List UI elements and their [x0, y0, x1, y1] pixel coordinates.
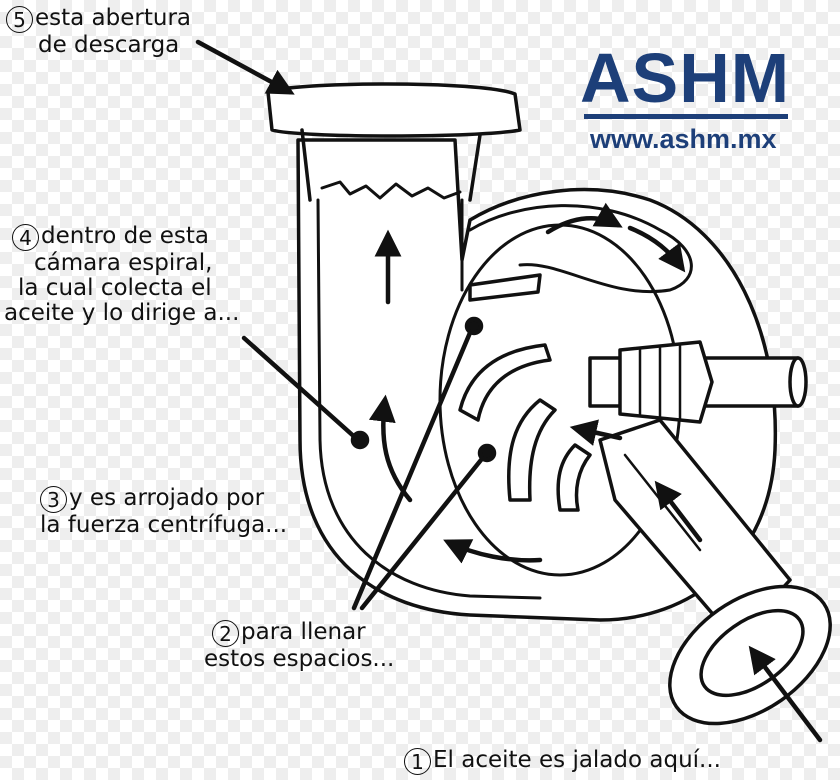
step-number-5: 5: [6, 6, 33, 33]
callout-line: la fuerza centrífuga...: [40, 513, 287, 538]
callout-line: de descarga: [38, 33, 191, 58]
shaft-nut: [620, 342, 712, 422]
step-number-1: 1: [404, 748, 431, 775]
leader-dot-4: [353, 433, 367, 447]
callout-line: dentro de esta: [41, 223, 209, 249]
leader-dot-2a: [467, 319, 481, 333]
logo-underline: [584, 114, 788, 119]
callout-line: la cual colecta el: [18, 276, 239, 301]
company-logo: ASHM www.ashm.mx: [580, 40, 792, 156]
callout-line: y es arrojado por: [69, 485, 264, 511]
step-number-2: 2: [212, 620, 239, 647]
leader-dot-2b: [480, 446, 494, 460]
leader-line-5: [198, 42, 290, 92]
callout-line: aceite y lo dirige a...: [4, 301, 239, 326]
step-number-3: 3: [40, 486, 67, 513]
callout-line: El aceite es jalado aquí...: [433, 747, 721, 773]
callout-line: cámara espiral,: [34, 251, 239, 276]
discharge-flange: [268, 84, 520, 136]
callout-line: estos espacios...: [204, 647, 394, 672]
logo-brand: ASHM: [580, 40, 790, 116]
callout-line: para llenar: [241, 619, 366, 645]
logo-url: www.ashm.mx: [590, 124, 777, 155]
step-number-4: 4: [12, 224, 39, 251]
callout-line: esta abertura: [35, 5, 191, 31]
